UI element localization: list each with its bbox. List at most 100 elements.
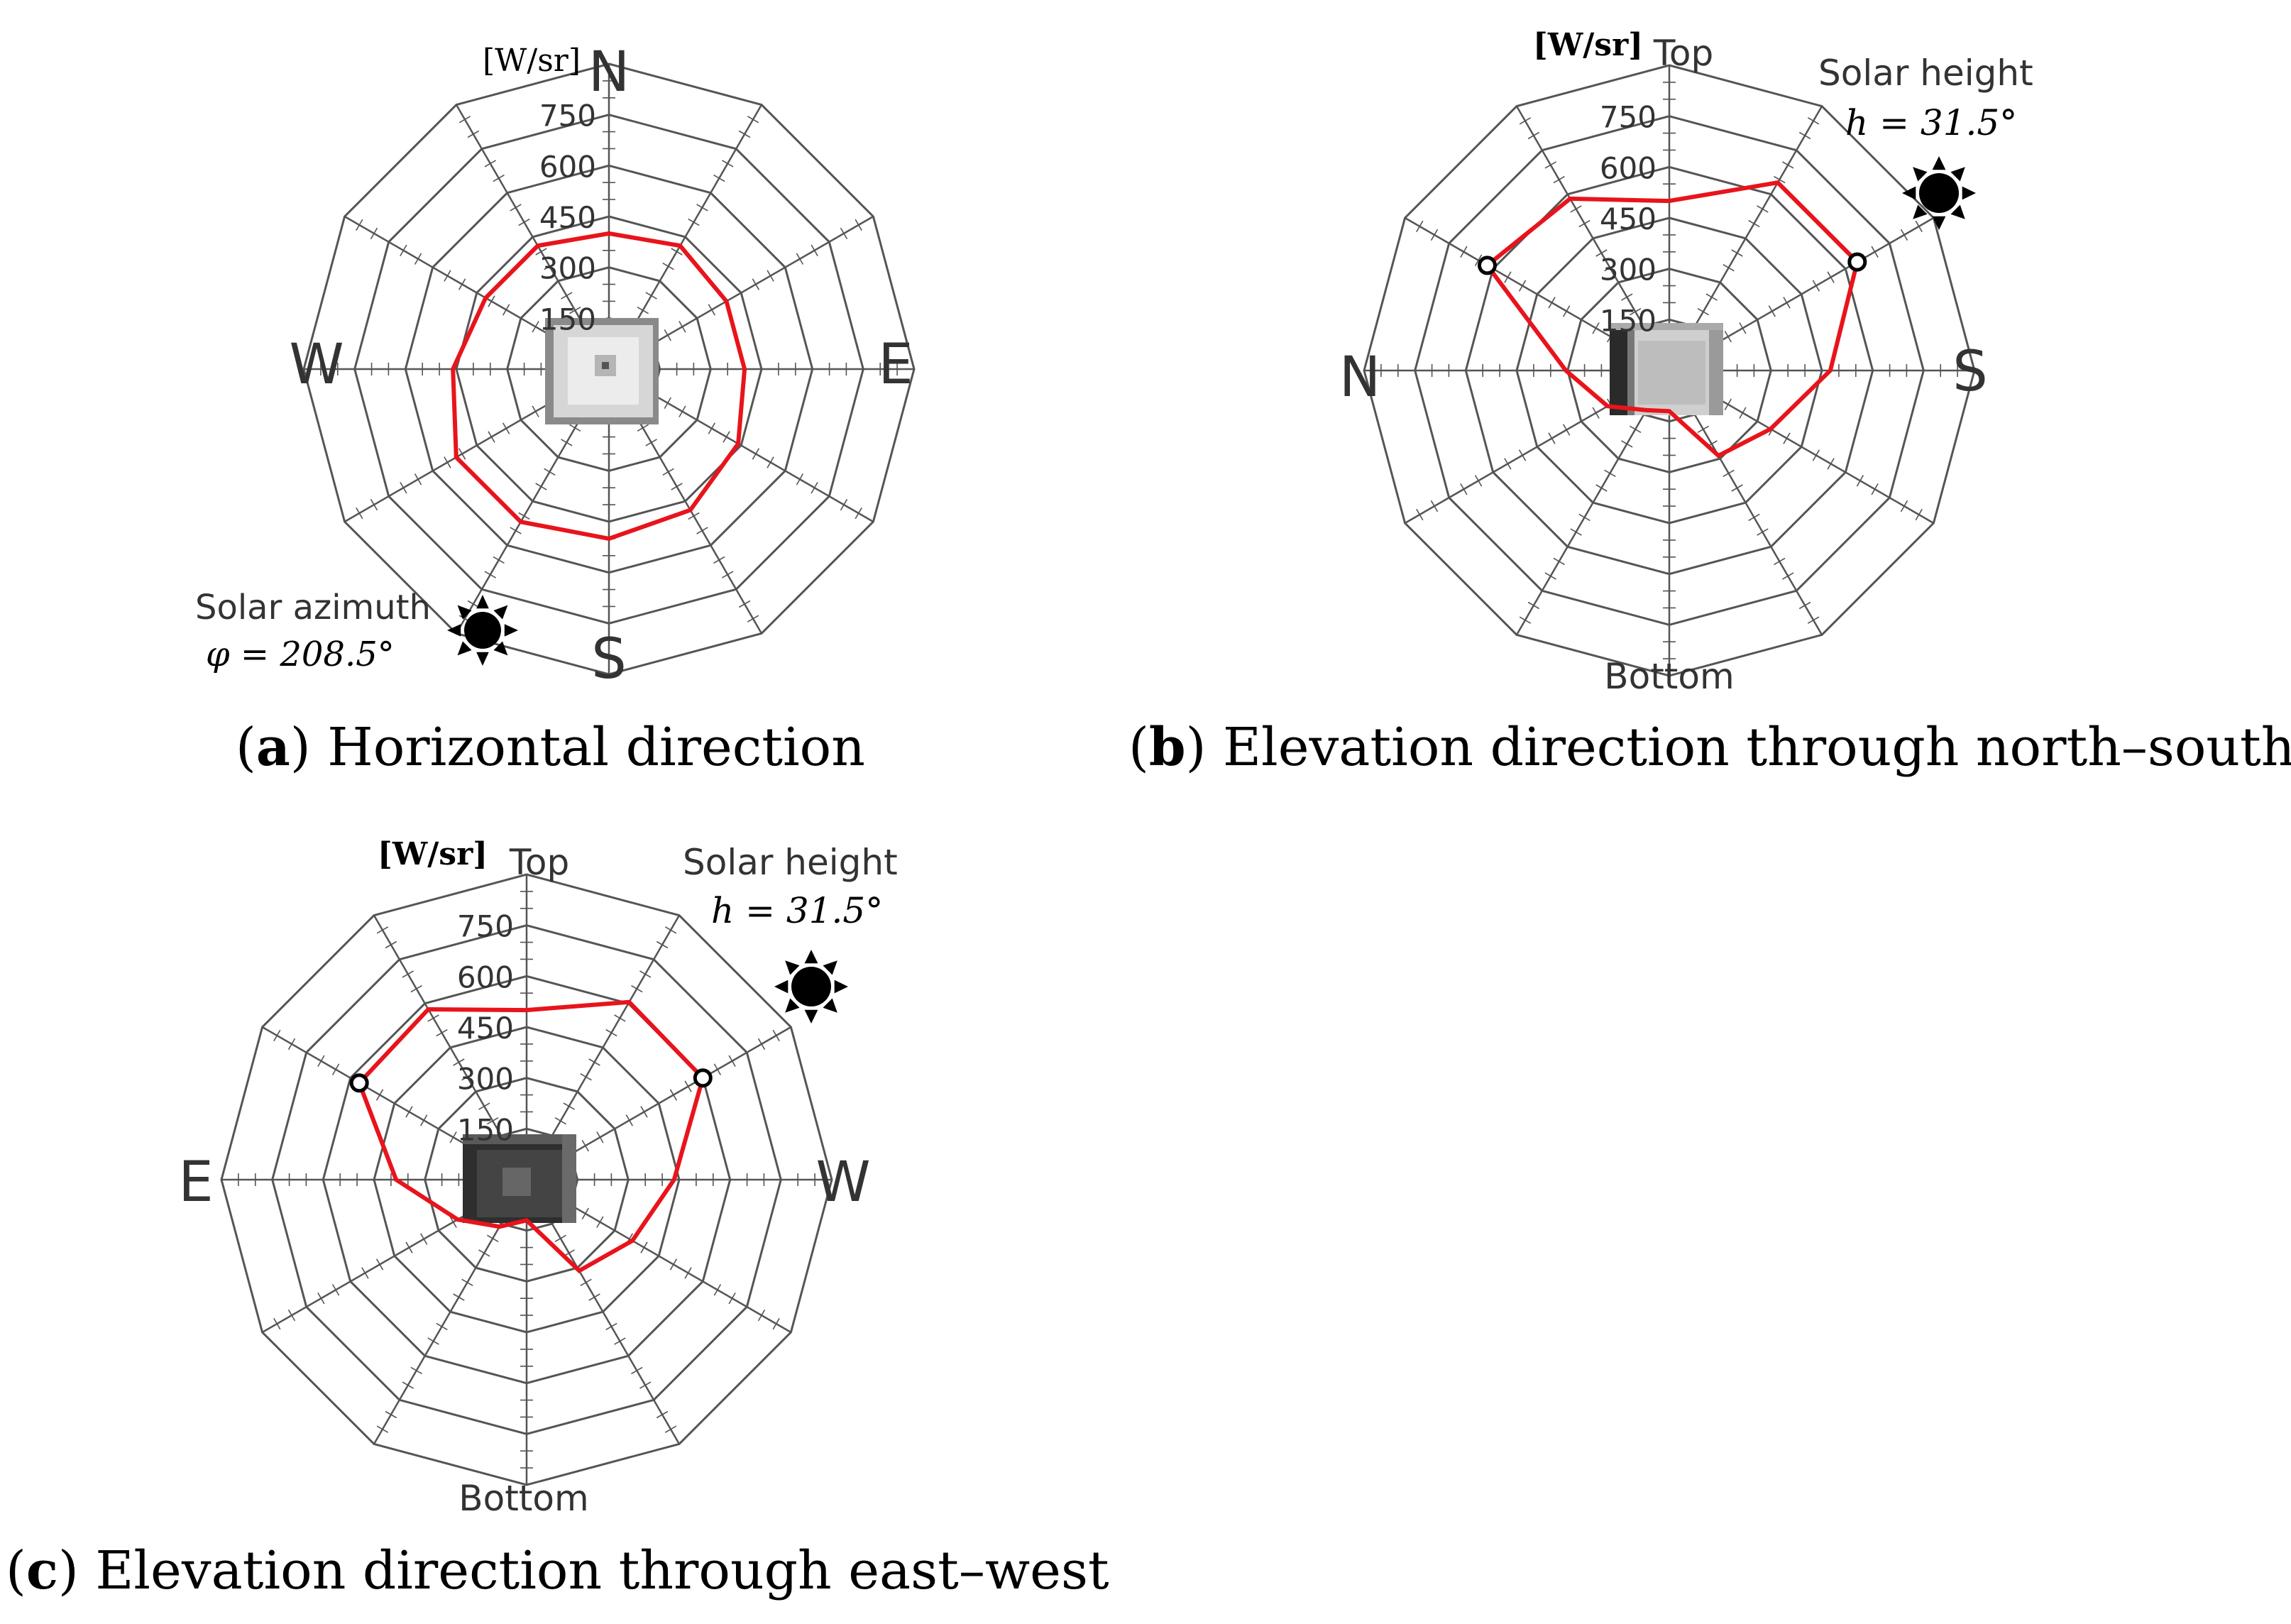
grid-tick bbox=[1748, 219, 1760, 228]
grid-tick bbox=[493, 556, 505, 564]
grid-tick bbox=[1798, 131, 1811, 140]
grid-tick bbox=[1705, 293, 1718, 301]
sun-ray bbox=[457, 605, 472, 620]
radar-data-point bbox=[526, 1219, 527, 1222]
grid-tick bbox=[1563, 305, 1571, 317]
grid-tick bbox=[385, 940, 397, 949]
grid-tick bbox=[436, 1028, 448, 1037]
ring-label: 600 bbox=[539, 149, 596, 184]
grid-tick bbox=[1519, 616, 1532, 624]
grid-tick bbox=[645, 439, 657, 446]
direction-right-a: E bbox=[878, 333, 913, 397]
grid-tick bbox=[772, 1317, 780, 1330]
grid-tick bbox=[444, 270, 451, 282]
grid-tick bbox=[656, 1410, 669, 1419]
grid-tick bbox=[1723, 264, 1735, 272]
grid-tick bbox=[708, 304, 715, 316]
grid-tick bbox=[484, 571, 496, 578]
grid-tick bbox=[1739, 322, 1747, 334]
grid-tick bbox=[554, 1234, 566, 1242]
unit-label-a: [W/sr] bbox=[483, 43, 581, 79]
grid-tick bbox=[639, 970, 652, 978]
direction-bottom-c: Bottom bbox=[458, 1478, 588, 1519]
grid-tick bbox=[484, 160, 496, 168]
sun-ray bbox=[1913, 204, 1928, 219]
grid-tick bbox=[375, 1089, 384, 1101]
radar-data-point bbox=[673, 1179, 675, 1180]
grid-tick bbox=[1570, 528, 1582, 536]
ring-label: 750 bbox=[539, 99, 596, 133]
grid-tick bbox=[317, 1293, 325, 1305]
radar-data-point bbox=[395, 1179, 397, 1180]
grid-tick bbox=[1430, 229, 1439, 241]
grid-tick bbox=[405, 1241, 413, 1253]
caption-text-a: Horizontal direction bbox=[310, 717, 865, 778]
grid-tick bbox=[1570, 205, 1582, 213]
grid-tick bbox=[581, 1140, 589, 1152]
grid-tick bbox=[287, 1038, 296, 1050]
direction-bottom-a: S bbox=[591, 627, 627, 691]
grid-tick bbox=[631, 1366, 643, 1375]
grid-tick bbox=[569, 424, 581, 432]
grid-tick bbox=[757, 1038, 766, 1050]
grid-tick bbox=[1430, 500, 1439, 512]
grid-tick bbox=[375, 1258, 384, 1271]
sun-ray bbox=[823, 998, 837, 1013]
grid-tick bbox=[757, 1309, 766, 1322]
grid-tick bbox=[1757, 205, 1769, 213]
grid-tick bbox=[1548, 432, 1556, 444]
grid-tick bbox=[414, 473, 422, 485]
grid-tick bbox=[713, 174, 725, 182]
direction-right-c: W bbox=[815, 1151, 870, 1214]
grid-tick bbox=[1578, 513, 1590, 522]
radar-data-point bbox=[455, 456, 457, 459]
caption-letter-b: b bbox=[1148, 717, 1186, 778]
grid-tick bbox=[563, 1102, 575, 1110]
grid-tick bbox=[518, 218, 530, 226]
grid-tick bbox=[1553, 557, 1565, 566]
sun-ray bbox=[785, 998, 800, 1013]
grid-tick bbox=[273, 1317, 281, 1330]
grid-tick bbox=[1460, 246, 1468, 258]
grid-tick bbox=[1416, 220, 1424, 233]
unit-label-b: [W/sr] bbox=[1533, 27, 1643, 63]
grid-tick bbox=[502, 422, 510, 434]
ring-label: 300 bbox=[539, 251, 596, 286]
direction-bottom-b: Bottom bbox=[1604, 656, 1734, 697]
sun-ray bbox=[834, 980, 848, 994]
grid-tick bbox=[678, 405, 686, 417]
grid-tick bbox=[420, 1233, 428, 1245]
grid-tick bbox=[811, 244, 818, 256]
grid-tick bbox=[287, 1309, 296, 1322]
direction-top-b: Top bbox=[1653, 33, 1713, 74]
radar-data-point bbox=[689, 509, 691, 511]
grid-tick bbox=[1739, 407, 1747, 419]
grid-tick bbox=[614, 1337, 626, 1345]
grid-tick bbox=[535, 248, 547, 256]
grid-tick bbox=[461, 1278, 473, 1286]
grid-tick bbox=[1460, 483, 1468, 495]
grid-tick bbox=[561, 292, 573, 300]
grid-tick bbox=[722, 571, 734, 578]
grid-tick bbox=[461, 1073, 473, 1081]
grid-tick bbox=[1783, 432, 1791, 444]
sun-ray bbox=[447, 624, 461, 637]
grid-tick bbox=[544, 263, 556, 270]
grid-tick bbox=[696, 204, 708, 212]
grid-tick bbox=[1621, 293, 1633, 301]
grid-tick bbox=[840, 498, 848, 511]
sun-icon-c bbox=[774, 950, 848, 1024]
grid-tick bbox=[453, 1293, 465, 1301]
grid-tick bbox=[580, 1073, 592, 1081]
grid-tick bbox=[1871, 246, 1879, 258]
grid-tick bbox=[356, 507, 363, 520]
grid-tick bbox=[1474, 254, 1483, 266]
grid-tick bbox=[449, 1131, 457, 1143]
grid-tick bbox=[467, 130, 480, 138]
grid-tick bbox=[664, 926, 677, 934]
grid-tick bbox=[361, 1267, 369, 1279]
grid-tick bbox=[596, 1131, 604, 1143]
grid-tick bbox=[376, 1425, 389, 1433]
radar-data-point bbox=[744, 368, 746, 370]
grid-tick bbox=[410, 984, 422, 993]
